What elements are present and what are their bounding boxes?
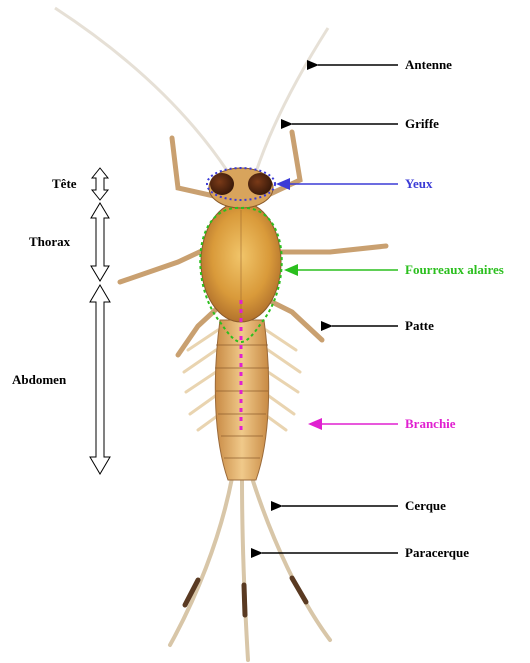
label-thorax: Thorax [29,234,70,250]
label-griffe: Griffe [405,116,439,132]
left-eye [210,173,234,195]
label-fourreaux-alaires: Fourreaux alaires [405,262,504,278]
label-antenne: Antenne [405,57,452,73]
bracket-thorax [91,203,109,281]
right-eye [248,173,272,195]
arrowhead-branchie [308,418,322,430]
label-patte: Patte [405,318,434,334]
antenna-right [256,28,328,172]
head [209,168,273,208]
arrowhead-fourreaux [284,264,298,276]
antenna-left [55,8,228,172]
bracket-abdomen [90,285,110,474]
label-branchie: Branchie [405,416,456,432]
label-abdomen: Abdomen [12,372,66,388]
label-yeux: Yeux [405,176,432,192]
label-tete: Tête [52,176,77,192]
label-paracerque: Paracerque [405,545,469,561]
label-cerque: Cerque [405,498,446,514]
bracket-tete [92,168,108,200]
left-brackets [90,168,110,474]
